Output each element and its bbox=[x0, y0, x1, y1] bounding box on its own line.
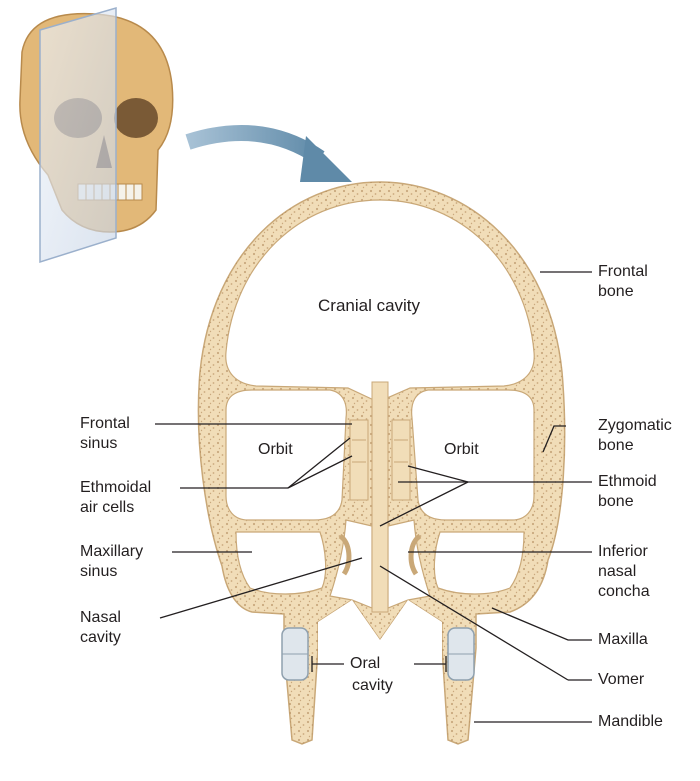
frontal-bone-label: Frontal bone bbox=[598, 262, 648, 302]
frontal-sinus-label: Frontal sinus bbox=[80, 414, 130, 454]
maxillary-sinus-label: Maxillary sinus bbox=[80, 542, 143, 582]
vomer-label: Vomer bbox=[598, 670, 644, 690]
left-maxillary-sinus-shape bbox=[236, 532, 326, 594]
mandible-label: Mandible bbox=[598, 712, 663, 732]
oral-label: Oral bbox=[350, 654, 380, 674]
coronal-plane bbox=[40, 8, 116, 262]
cavity-label: cavity bbox=[352, 676, 393, 696]
inferior-nasal-concha-label: Inferior nasal concha bbox=[598, 542, 650, 602]
zygomatic-bone-label: Zygomatic bone bbox=[598, 416, 672, 456]
nasal-cavity-label: Nasal cavity bbox=[80, 608, 121, 648]
cranial-cavity-label: Cranial cavity bbox=[318, 296, 420, 316]
ethmoid-bone-label: Ethmoid bone bbox=[598, 472, 657, 512]
right-maxillary-sinus-shape bbox=[434, 532, 524, 594]
ethmoidal-air-cells-label: Ethmoidal air cells bbox=[80, 478, 151, 518]
left-orbit-label: Orbit bbox=[258, 440, 293, 460]
maxilla-label: Maxilla bbox=[598, 630, 648, 650]
right-orbit-label: Orbit bbox=[444, 440, 479, 460]
pointer-arrow bbox=[188, 133, 352, 182]
